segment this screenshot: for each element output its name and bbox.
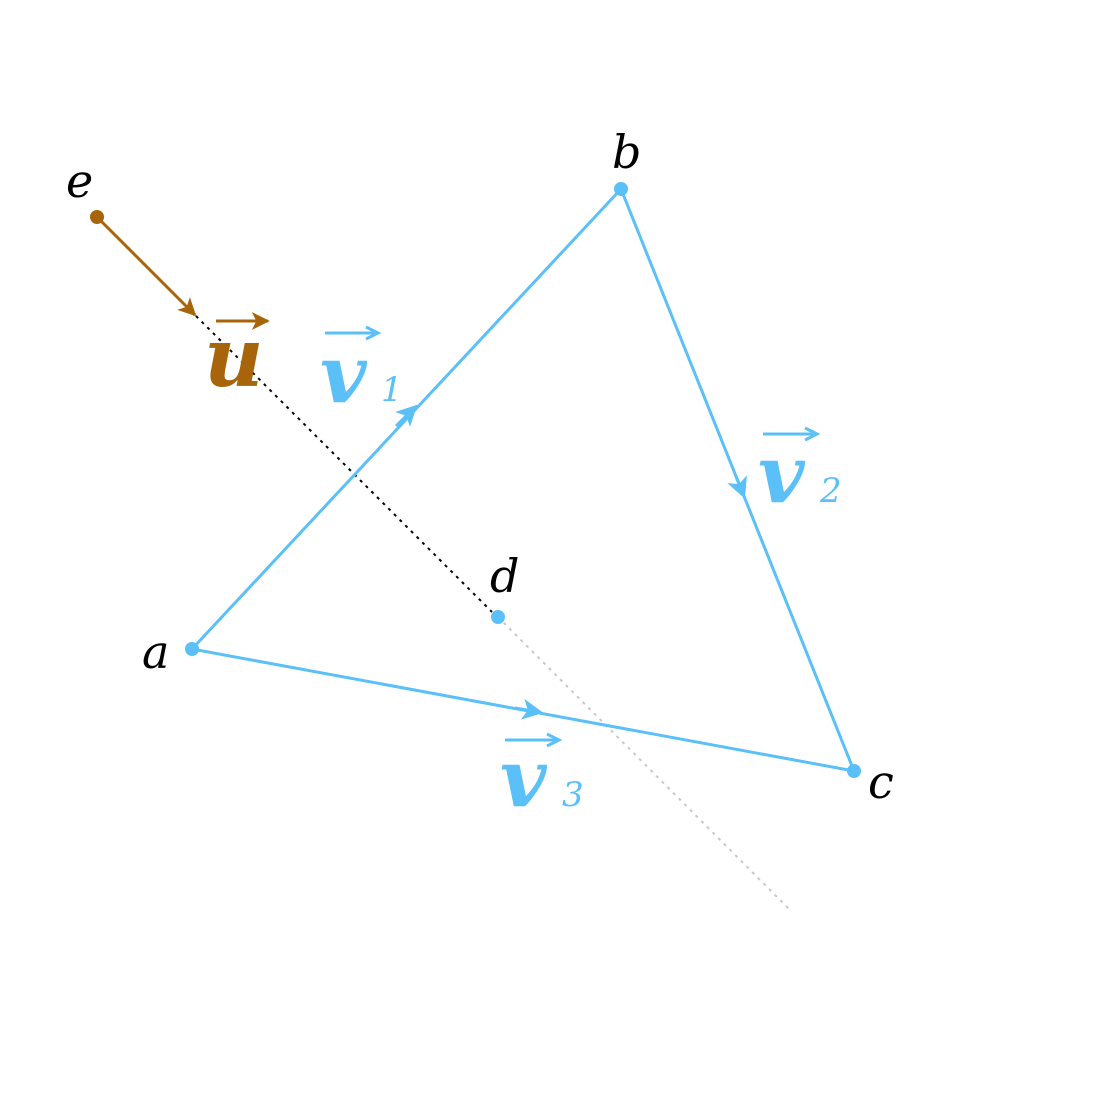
point-d — [491, 610, 505, 624]
vector-v2-label: v — [758, 427, 806, 521]
label-point-a: a — [142, 625, 169, 679]
v2-direction-arrow — [727, 473, 747, 499]
label-point-b: b — [612, 125, 641, 179]
edge-ab — [190, 187, 623, 651]
vector-v1-overarrow-icon — [325, 325, 382, 341]
point-c — [847, 764, 861, 778]
vector-v3-label: v — [500, 731, 548, 825]
ray-dotted-line — [195, 315, 493, 613]
label-point-c: c — [868, 755, 894, 809]
vector-v3-overarrow-icon — [505, 732, 563, 748]
v1-direction-arrow — [394, 404, 418, 428]
label-point-d: d — [490, 549, 519, 603]
ray-extension-line — [497, 616, 791, 911]
vector-v2-overarrow-icon — [763, 426, 821, 442]
point-a — [185, 642, 199, 656]
v3-direction-arrow — [514, 698, 544, 720]
point-e — [90, 210, 104, 224]
point-b — [614, 182, 628, 196]
label-point-e: e — [66, 154, 93, 208]
vector-u-label: u — [204, 310, 264, 406]
vector-v1-subscript: 1 — [381, 370, 403, 410]
vector-v2-subscript: 2 — [819, 471, 842, 511]
vector-v3-subscript: 3 — [562, 775, 584, 815]
vector-v1-label: v — [320, 327, 368, 421]
vector-u-line — [95, 215, 197, 317]
